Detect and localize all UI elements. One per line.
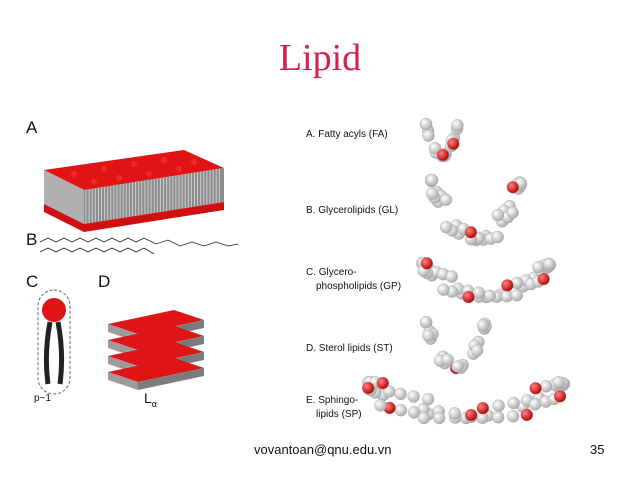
panel-c-letter: C xyxy=(26,272,39,291)
sphingolipid-model xyxy=(361,375,571,425)
glycerophospholipids-label-2: phospholipids (GP) xyxy=(316,281,402,292)
panel-c-caption: p~1 xyxy=(34,393,51,404)
lamellar-stack xyxy=(108,310,204,390)
glycerolipids-label: B. Glycerolipids (GL) xyxy=(306,205,399,216)
space-filling-models xyxy=(361,117,571,425)
bilayer-slab xyxy=(44,150,224,232)
sphingolipids-label-1: E. Sphingo- xyxy=(306,395,359,406)
panel-d-caption: Lα xyxy=(144,390,157,409)
sterol-lipid-model xyxy=(419,315,492,375)
membrane-illustration xyxy=(37,150,239,395)
page-number: 35 xyxy=(590,442,605,457)
glycerolipid-model xyxy=(424,173,528,247)
sphingolipids-label-2: lipids (SP) xyxy=(316,409,362,420)
lipid-classes-figure: A. Fatty acyls (FA) B. Glycerolipids (GL… xyxy=(296,100,616,430)
slide-title: Lipid xyxy=(278,37,362,79)
lipid-structure xyxy=(39,237,239,255)
fatty-acyls-label: A. Fatty acyls (FA) xyxy=(306,129,388,140)
fatty-acyl-model xyxy=(419,117,464,163)
single-lipid xyxy=(37,289,71,395)
footer-email: vovantoan@qnu.edu.vn xyxy=(254,442,392,457)
glycerophospholipids-label-1: C. Glycero- xyxy=(306,267,357,278)
panel-d-letter: D xyxy=(98,272,111,291)
panel-a-letter: A xyxy=(26,118,38,137)
sterol-lipids-label: D. Sterol lipids (ST) xyxy=(306,343,393,354)
glycerophospholipid-model xyxy=(415,256,557,304)
membrane-figure: A B C D xyxy=(24,114,260,414)
panel-b-letter: B xyxy=(26,230,38,249)
